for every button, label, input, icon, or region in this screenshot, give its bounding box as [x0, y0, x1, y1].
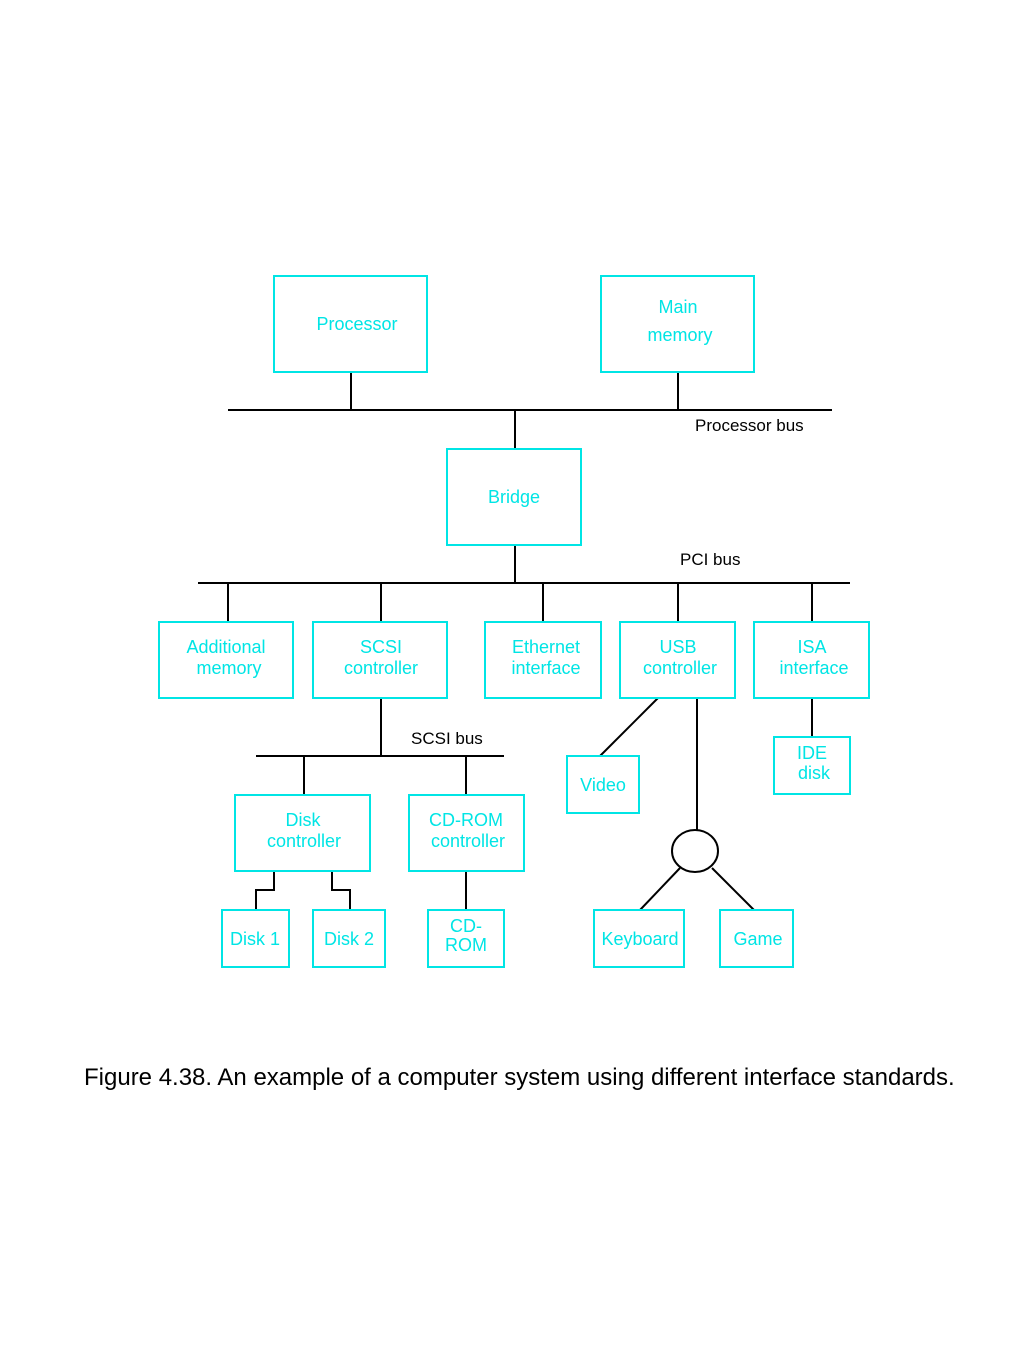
- video-box: [566, 755, 640, 814]
- ethernet-interface-box: [484, 621, 602, 699]
- disk-controller-to-disk1-link: [255, 871, 275, 910]
- pci-bus-label: PCI bus: [680, 550, 740, 569]
- usb-controller-label-line2: controller: [643, 658, 717, 678]
- usb-controller-label-line1: USB: [659, 637, 696, 657]
- usb-hub-node: [671, 829, 719, 873]
- disk2-label: Disk 2: [324, 929, 374, 949]
- scsi-controller-box: [312, 621, 448, 699]
- cdrom-controller-box: [408, 794, 525, 872]
- disk1-box: [221, 909, 290, 968]
- additional-memory-label-line2: memory: [196, 658, 261, 678]
- video-label: Video: [580, 775, 626, 795]
- connections: [198, 372, 850, 911]
- ide-disk-label-line2: disk: [798, 763, 831, 783]
- disk-controller-box: [234, 794, 371, 872]
- disk-controller-label-line2: controller: [267, 831, 341, 851]
- processor-box: [273, 275, 428, 373]
- additional-memory-box: [158, 621, 294, 699]
- processor-label: Processor: [316, 314, 397, 334]
- disk-controller-to-disk2-link: [331, 871, 351, 910]
- usb-to-video-link: [599, 697, 659, 757]
- component-boxes: Processor Main memory Bridge Additional …: [158, 275, 870, 968]
- cdrom-label-line2: ROM: [445, 935, 487, 955]
- game-label: Game: [733, 929, 782, 949]
- hub-to-keyboard-link: [639, 867, 681, 911]
- game-box: [719, 909, 794, 968]
- keyboard-box: [593, 909, 685, 968]
- cdrom-controller-label-line2: controller: [431, 831, 505, 851]
- main-memory-label-line1: Main: [658, 297, 697, 317]
- main-memory-label-line2: memory: [647, 325, 712, 345]
- main-memory-box: [600, 275, 755, 373]
- processor-bus-label: Processor bus: [695, 416, 804, 435]
- usb-controller-box: [619, 621, 736, 699]
- bridge-box: [446, 448, 582, 546]
- scsi-controller-label-line2: controller: [344, 658, 418, 678]
- disk1-label: Disk 1: [230, 929, 280, 949]
- ethernet-interface-label-line2: interface: [511, 658, 580, 678]
- cdrom-label-line1: CD-: [450, 916, 482, 936]
- ide-disk-label-line1: IDE: [797, 743, 827, 763]
- hub-to-game-link: [711, 867, 755, 911]
- bridge-label: Bridge: [488, 487, 540, 507]
- scsi-bus-label: SCSI bus: [411, 729, 483, 748]
- scsi-controller-label-line1: SCSI: [360, 637, 402, 657]
- cdrom-box: [427, 909, 505, 968]
- isa-interface-label-line1: ISA: [797, 637, 826, 657]
- disk2-box: [312, 909, 386, 968]
- additional-memory-label-line1: Additional: [186, 637, 265, 657]
- cdrom-controller-label-line1: CD-ROM: [429, 810, 503, 830]
- figure-caption: Figure 4.38. An example of a computer sy…: [84, 1064, 955, 1091]
- ethernet-interface-label-line1: Ethernet: [512, 637, 580, 657]
- keyboard-label: Keyboard: [601, 929, 678, 949]
- isa-interface-box: [753, 621, 870, 699]
- disk-controller-label-line1: Disk: [286, 810, 322, 830]
- bus-labels: Processor bus PCI bus SCSI bus: [411, 416, 804, 748]
- isa-interface-label-line2: interface: [779, 658, 848, 678]
- ide-disk-box: [773, 736, 851, 795]
